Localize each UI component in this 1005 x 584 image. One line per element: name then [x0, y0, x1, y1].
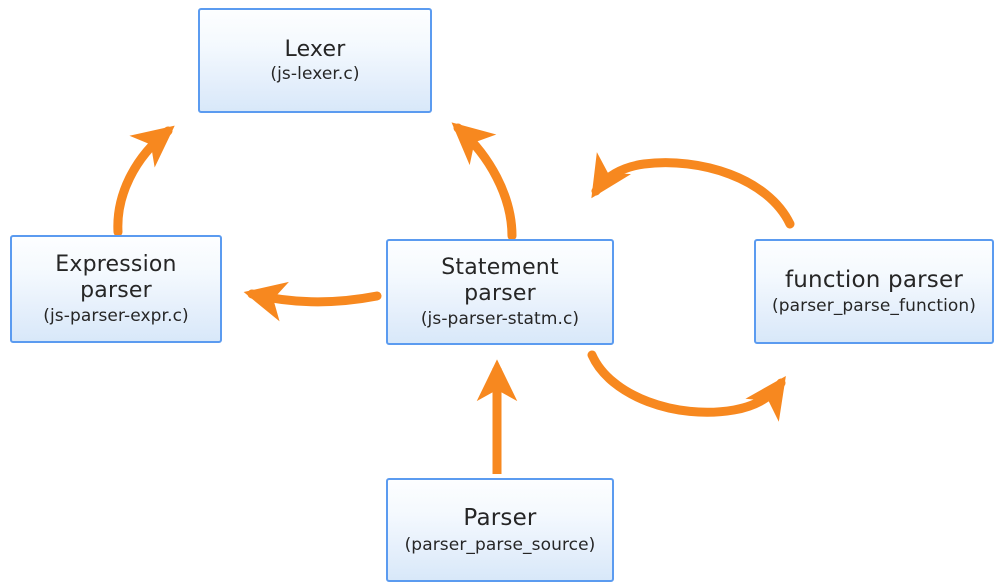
node-statement-parser-title: Statement parser — [441, 255, 559, 306]
node-lexer[interactable]: Lexer (js-lexer.c) — [198, 8, 432, 113]
edge-function-to-statement — [591, 152, 795, 229]
node-statement-parser-subtitle: (js-parser-statm.c) — [420, 308, 580, 329]
node-statement-parser[interactable]: Statement parser (js-parser-statm.c) — [386, 239, 614, 345]
node-lexer-subtitle: (js-lexer.c) — [270, 64, 360, 85]
node-function-parser-title: function parser — [784, 266, 963, 293]
node-parser-title: Parser — [463, 505, 537, 532]
node-expression-parser-title: Expression parser — [55, 252, 177, 303]
node-expression-parser[interactable]: Expression parser (js-parser-expr.c) — [10, 235, 222, 343]
node-function-parser[interactable]: function parser (parser_parse_function) — [754, 239, 994, 344]
node-expression-parser-subtitle: (js-parser-expr.c) — [43, 305, 189, 326]
edge-statement-to-lexer — [451, 122, 517, 241]
node-parser[interactable]: Parser (parser_parse_source) — [386, 478, 614, 582]
node-lexer-title: Lexer — [284, 36, 346, 62]
node-parser-subtitle: (parser_parse_source) — [404, 534, 596, 555]
edge-expression-to-lexer — [113, 125, 175, 237]
node-function-parser-subtitle: (parser_parse_function) — [771, 296, 977, 317]
edge-statement-to-expression — [243, 281, 382, 322]
edge-statement-to-function — [587, 350, 786, 422]
